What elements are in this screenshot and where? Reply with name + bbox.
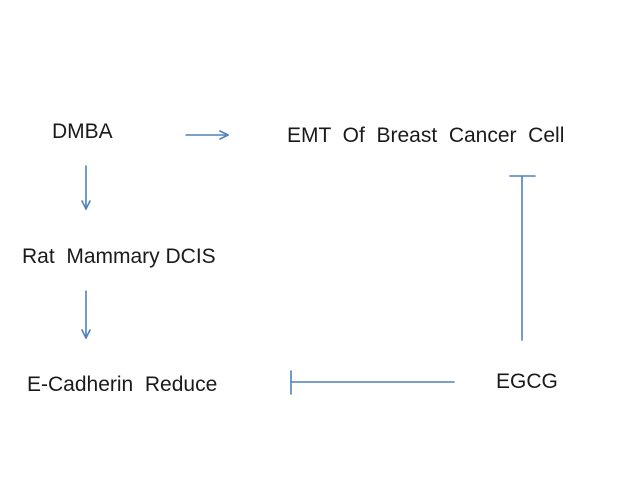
- node-dmba: DMBA: [52, 120, 113, 143]
- node-emt: EMT Of Breast Cancer Cell: [287, 124, 565, 147]
- edge-dmba-to-dcis: [81, 165, 91, 210]
- edge-dcis-to-ecadherin: [81, 290, 91, 339]
- edge-egcg-inhibits-ecadherin: [290, 370, 455, 395]
- node-e-cadherin-reduce: E-Cadherin Reduce: [27, 373, 218, 396]
- node-egcg: EGCG: [496, 370, 558, 393]
- edge-egcg-inhibits-emt: [509, 175, 536, 341]
- node-rat-mammary-dcis: Rat Mammary DCIS: [22, 245, 216, 268]
- edge-dmba-to-emt: [185, 130, 229, 140]
